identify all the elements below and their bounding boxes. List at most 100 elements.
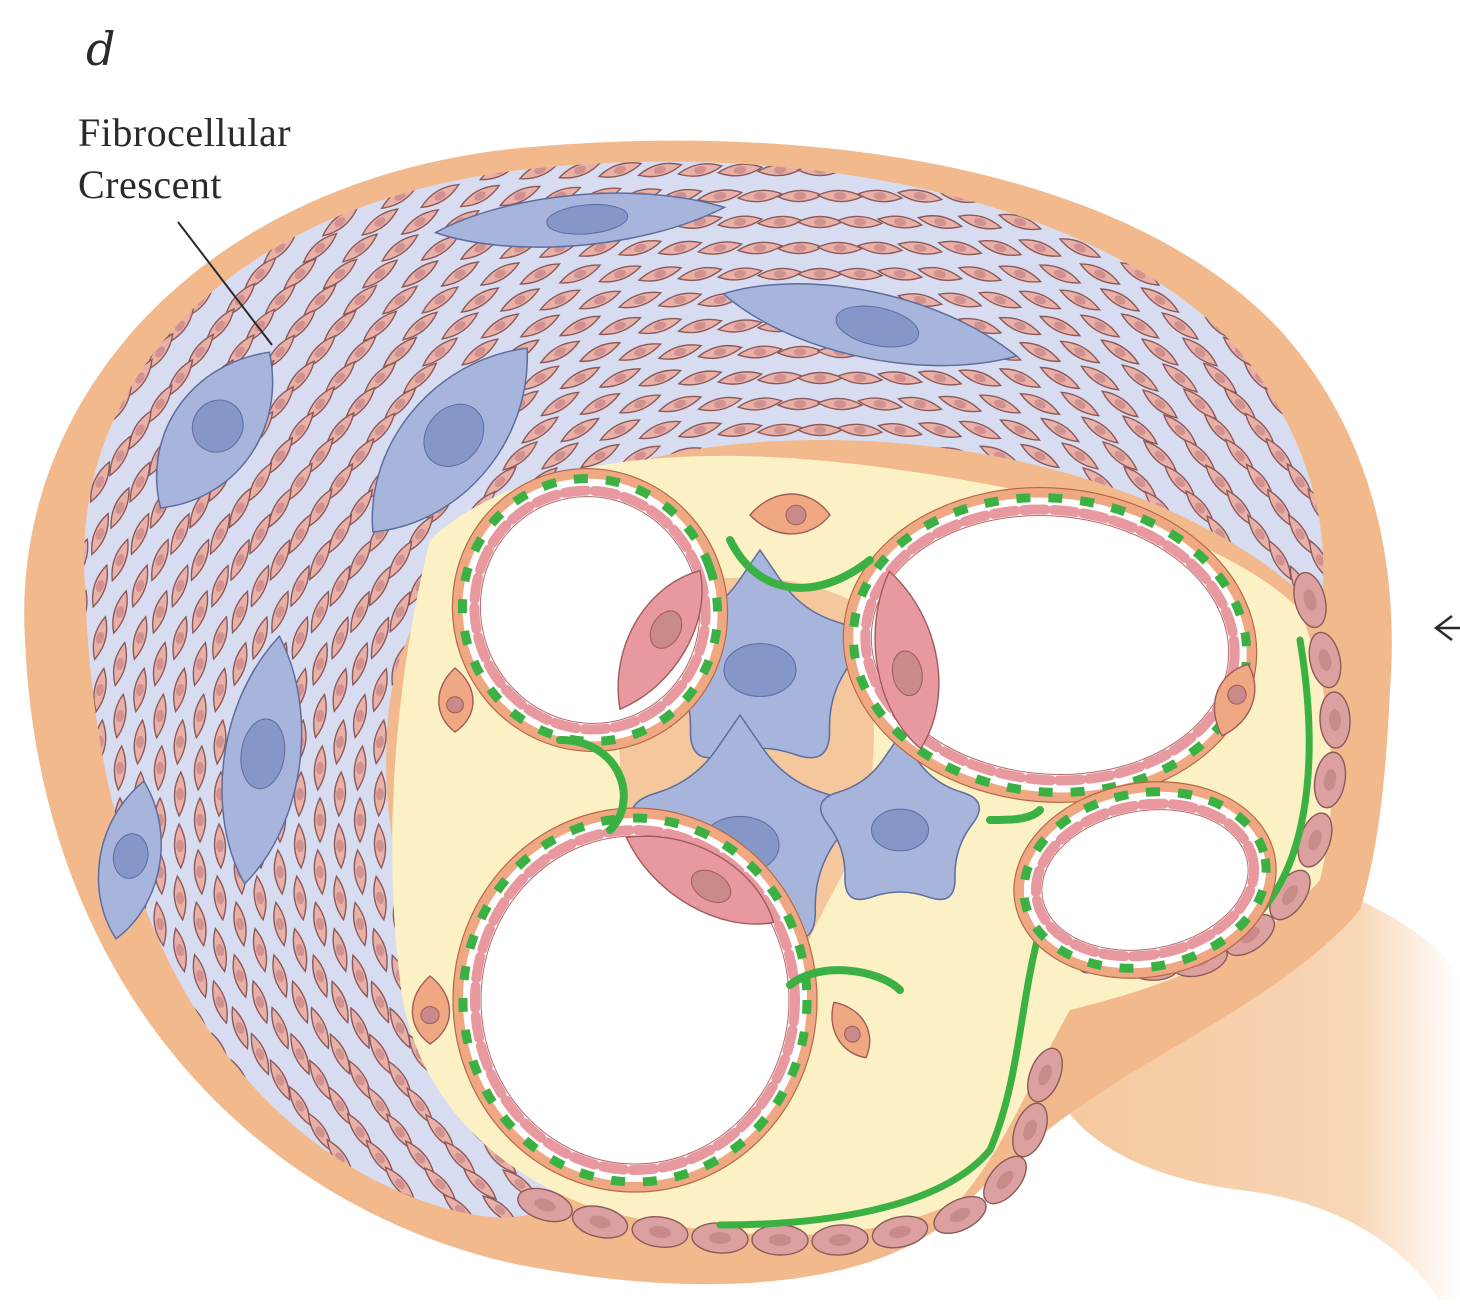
fibroblast — [1239, 205, 1281, 240]
fibroblast — [1259, 179, 1301, 214]
fibroblast — [1239, 256, 1280, 292]
fibroblast — [204, 1136, 235, 1180]
fibroblast — [65, 1162, 94, 1206]
fibroblast — [1279, 153, 1321, 188]
fibroblast — [1039, 1141, 1081, 1175]
fibroblast — [50, 979, 71, 1024]
fibroblast — [164, 1188, 196, 1231]
fibroblast — [997, 158, 1042, 181]
fibroblast — [1099, 1219, 1141, 1254]
fibroblast — [262, 1215, 298, 1257]
fibroblast — [1037, 157, 1082, 183]
fibroblast — [147, 1058, 173, 1103]
fibroblast — [282, 1189, 317, 1231]
fibroblast — [1279, 204, 1320, 240]
fibroblast — [82, 202, 119, 243]
panel-letter: d — [86, 26, 115, 72]
fibroblast — [125, 1136, 154, 1180]
fibroblast — [64, 330, 97, 373]
fibroblast — [62, 227, 98, 269]
fibroblast — [341, 1216, 379, 1256]
fibroblast — [87, 1084, 113, 1129]
fibroblast — [70, 953, 90, 998]
fibroblast — [224, 1162, 257, 1205]
fibroblast — [63, 279, 97, 321]
fibroblast — [201, 203, 240, 242]
fibroblast — [47, 1083, 73, 1128]
fibroblast — [1158, 155, 1202, 186]
fibroblast — [144, 1214, 177, 1257]
fibroblast — [106, 1110, 134, 1155]
fibroblast — [1180, 1217, 1220, 1255]
fibroblast — [1302, 1216, 1339, 1257]
fibroblast — [1178, 180, 1221, 212]
fibroblast — [1158, 206, 1201, 238]
fibroblast — [1120, 1192, 1161, 1228]
fibroblast — [69, 1005, 91, 1050]
fibroblast — [1139, 1218, 1180, 1254]
fibroblast — [42, 150, 79, 191]
fibroblast — [1239, 153, 1282, 187]
fibroblast — [107, 1057, 133, 1102]
fibroblast — [44, 356, 76, 400]
fibroblast — [102, 279, 137, 321]
fibroblast — [128, 1031, 153, 1076]
fibroblast — [68, 1057, 93, 1102]
fibroblast — [1299, 178, 1340, 214]
fibroblast — [240, 151, 281, 188]
fibroblast — [1300, 281, 1339, 319]
fibroblast — [1160, 1191, 1200, 1229]
fibroblast — [1199, 205, 1242, 239]
fibroblast — [1138, 181, 1182, 212]
fibroblast — [166, 1084, 194, 1129]
crescent-label-line-2: Crescent — [78, 165, 222, 205]
fibroblast — [183, 1215, 217, 1258]
fibroblast — [104, 1214, 136, 1257]
fibroblast — [45, 1188, 75, 1232]
fibroblast — [89, 979, 110, 1024]
fibroblast — [223, 1215, 258, 1257]
fibroblast — [1198, 154, 1241, 186]
fibroblast — [1079, 1193, 1121, 1228]
fibroblast — [302, 1216, 339, 1257]
fibroblast — [145, 1162, 176, 1206]
fibroblast — [243, 1189, 277, 1231]
fibroblast — [1219, 179, 1262, 213]
fibroblast — [1300, 229, 1340, 266]
fibroblast — [1118, 155, 1162, 184]
fibroblast — [121, 202, 158, 242]
fibroblast — [1261, 1216, 1299, 1256]
fibroblast — [64, 1214, 95, 1258]
fibroblast — [146, 1110, 175, 1154]
fibroblast — [124, 1188, 155, 1232]
fibroblast — [82, 253, 117, 295]
fibroblast — [83, 305, 117, 348]
fibroblast — [122, 253, 158, 294]
fibroblast — [1038, 1194, 1081, 1226]
fibroblast — [66, 1110, 93, 1155]
fibroblast — [185, 1110, 215, 1154]
fibroblast — [978, 1222, 1023, 1250]
fibroblast — [1100, 1166, 1141, 1202]
fibroblast — [1219, 231, 1261, 266]
fibroblast — [1018, 1221, 1062, 1251]
fibroblast — [279, 152, 320, 188]
fibroblast — [42, 201, 78, 242]
fibroblast — [319, 153, 361, 188]
fibroblast — [126, 1084, 153, 1129]
fibroblast — [203, 1189, 236, 1232]
fibroblast — [85, 1188, 116, 1232]
fibroblast — [43, 305, 76, 348]
capillary-loop — [453, 808, 817, 1192]
parietal-cell — [752, 1225, 808, 1256]
fibroblast — [165, 1136, 195, 1180]
fibroblast — [1201, 1190, 1240, 1229]
fibroblast — [1259, 230, 1300, 266]
fibroblast — [46, 1136, 74, 1181]
fibroblast — [88, 1031, 112, 1076]
fibroblast — [52, 876, 67, 921]
fibroblast — [184, 1162, 216, 1206]
fibroblast — [1098, 182, 1142, 211]
crescent-label-line-1: Fibrocellular — [78, 113, 291, 153]
